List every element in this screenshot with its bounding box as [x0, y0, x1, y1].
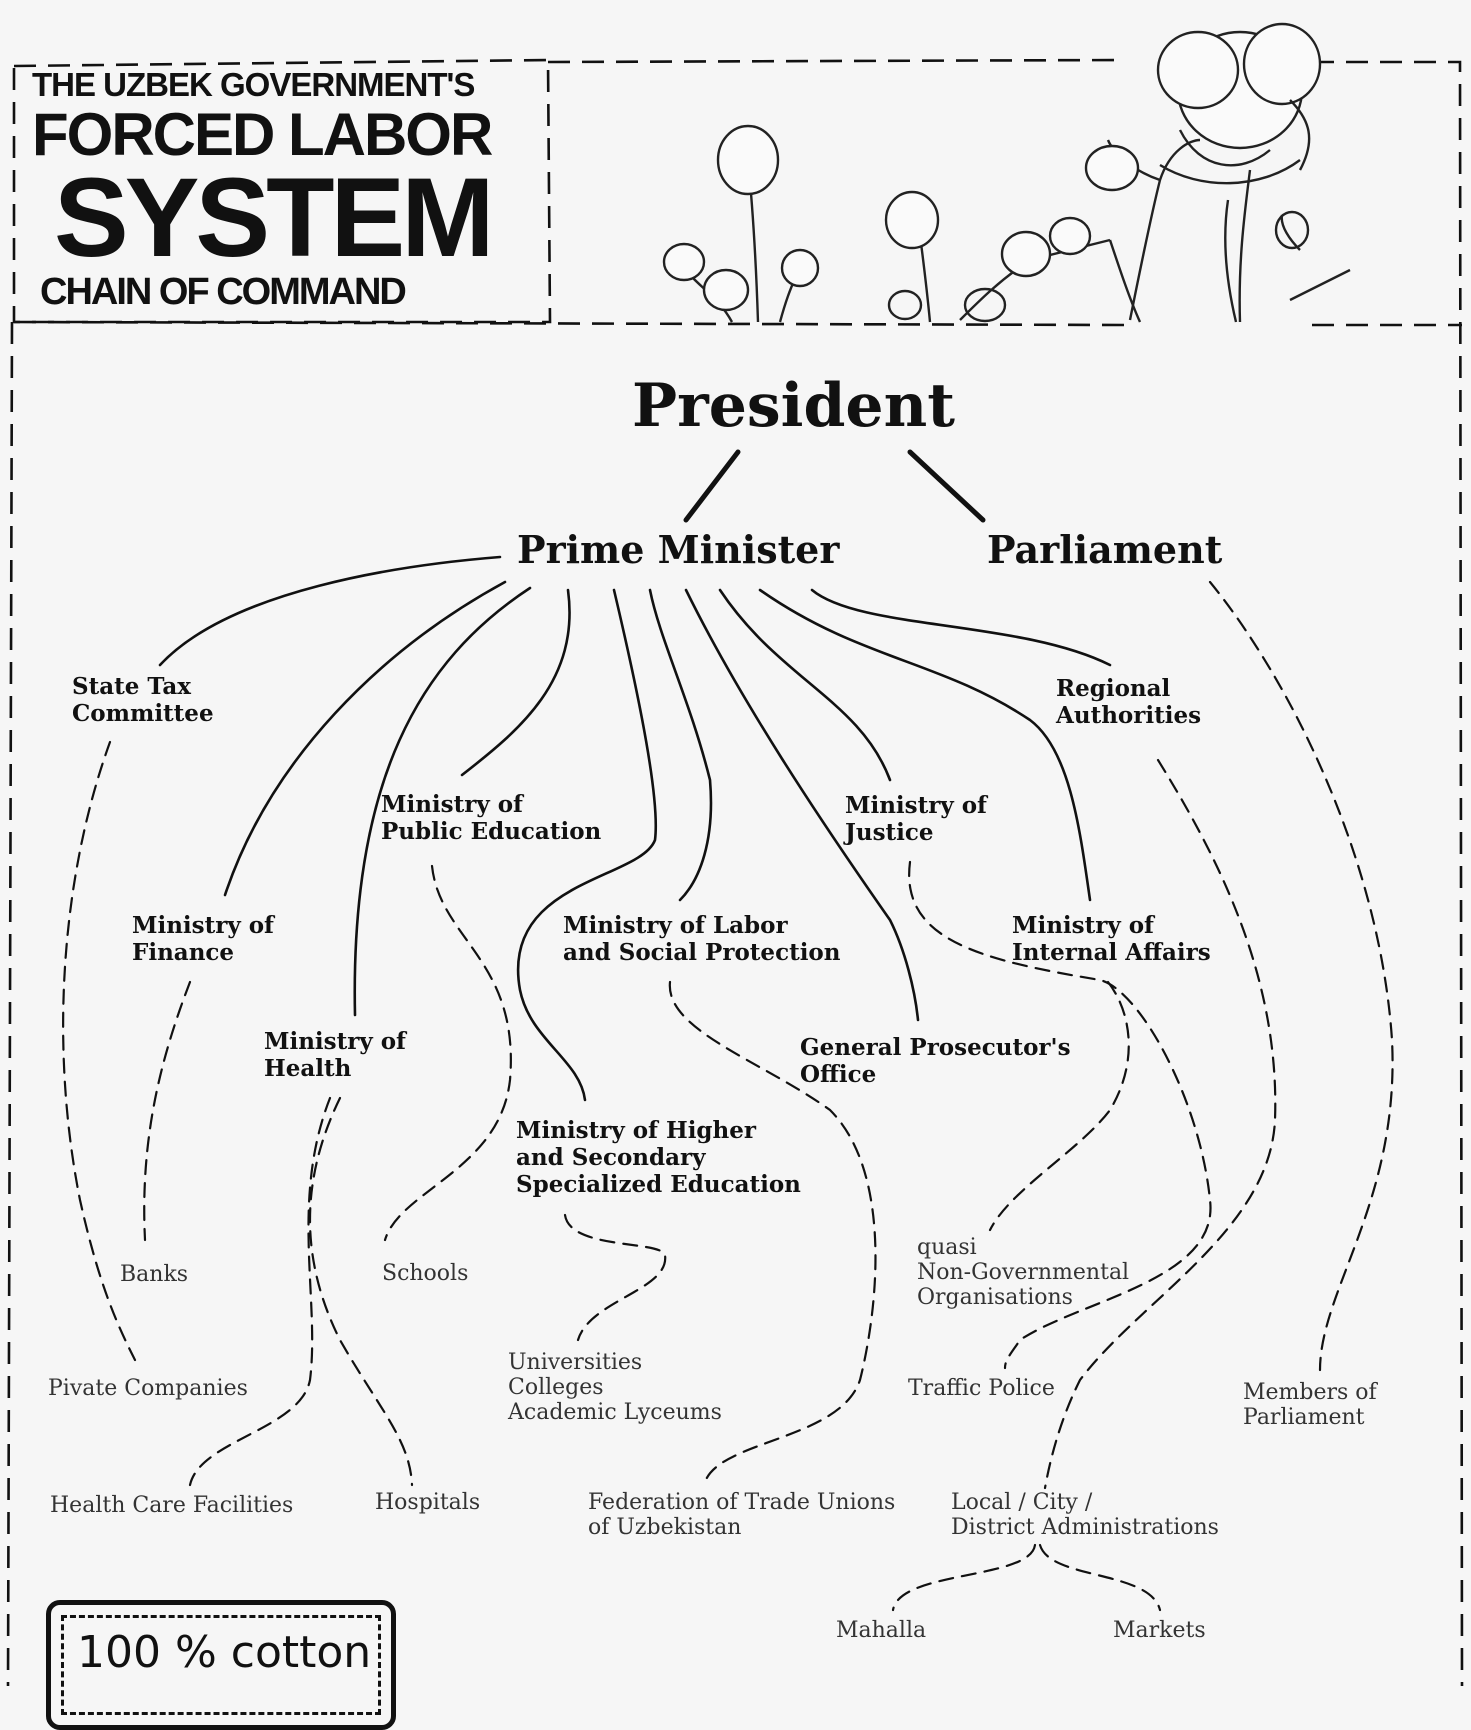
connector-higher-universities: [563, 1213, 667, 1342]
connector-parl-members: [1208, 580, 1394, 1372]
node-ministry-internal-affairs: Ministry of Internal Affairs: [1012, 912, 1211, 966]
connector-pm-higher: [516, 588, 658, 1102]
connector-pm-regional: [810, 588, 1112, 667]
connector-local-markets: [1038, 1543, 1162, 1612]
connector-health-healthcare: [188, 1096, 332, 1487]
leaf-members-parliament: Members of Parliament: [1243, 1380, 1377, 1430]
connector-labor-trade: [668, 980, 877, 1484]
connector-internal-quasi: [988, 980, 1130, 1232]
diagram-canvas: [6, 22, 1464, 1686]
node-prime-minister: Prime Minister: [517, 527, 840, 572]
leaf-markets: Markets: [1113, 1618, 1206, 1643]
connector-pres-pm: [683, 449, 741, 523]
connector-finance-banks: [143, 980, 192, 1242]
leaf-mahalla: Mahalla: [836, 1618, 927, 1643]
leaf-federation-trade-unions: Federation of Trade Unions of Uzbekistan: [588, 1490, 896, 1540]
node-ministry-justice: Ministry of Justice: [845, 792, 987, 846]
node-ministry-finance: Ministry of Finance: [132, 912, 274, 966]
title-block: THE UZBEK GOVERNMENT'S FORCED LABOR SYST…: [32, 66, 540, 314]
connector-pm-pubedu: [460, 588, 571, 777]
connector-pm-justice: [718, 588, 892, 782]
title-line-3: SYSTEM: [54, 155, 495, 280]
title-frame: [12, 58, 552, 324]
connector-health-hospitals: [309, 1096, 414, 1487]
leaf-universities: Universities Colleges Academic Lyceums: [508, 1350, 722, 1425]
title-line-2: FORCED LABOR: [32, 101, 493, 168]
connector-pm-prosecutor: [684, 588, 920, 1022]
connector-regional-local: [1043, 758, 1277, 1490]
node-regional-authorities: Regional Authorities: [1056, 675, 1202, 729]
node-ministry-higher-education: Ministry of Higher and Secondary Special…: [516, 1117, 801, 1198]
title-line-1: THE UZBEK GOVERNMENT'S: [32, 66, 475, 103]
cotton-label-stamp: 100 % cotton: [46, 1600, 396, 1730]
leaf-local-city-district-admin: Local / City / District Administrations: [951, 1490, 1219, 1540]
cotton-illustration: [662, 22, 1351, 323]
leaf-health-care-facilities: Health Care Facilities: [50, 1493, 294, 1518]
leaf-hospitals: Hospitals: [375, 1490, 481, 1515]
node-ministry-public-education: Ministry of Public Education: [381, 791, 602, 845]
leaf-schools: Schools: [382, 1261, 469, 1286]
page-frame: [6, 58, 1464, 1686]
title-line-4: CHAIN OF COMMAND: [40, 271, 407, 313]
connector-justice-traffic: [908, 860, 1212, 1370]
connector-local-mahalla: [891, 1543, 1037, 1612]
connector-pm-finance: [223, 580, 507, 897]
connector-pubedu-schools: [383, 864, 512, 1242]
connector-pres-parl: [907, 449, 986, 523]
node-ministry-health: Ministry of Health: [264, 1028, 406, 1082]
connector-statetax-private: [62, 740, 137, 1362]
stamp-text: 100 % cotton: [77, 1627, 372, 1678]
connector-pm-health: [353, 586, 532, 1017]
leaf-banks: Banks: [120, 1262, 189, 1287]
node-president: President: [632, 371, 955, 441]
connector-pm-internal: [758, 588, 1092, 902]
leaf-quasi-ngo: quasi Non-Governmental Organisations: [917, 1235, 1130, 1310]
node-ministry-labor: Ministry of Labor and Social Protection: [563, 912, 841, 966]
node-parliament: Parliament: [987, 527, 1223, 572]
connector-pm-labor: [648, 588, 713, 902]
node-general-prosecutor: General Prosecutor's Office: [800, 1034, 1071, 1088]
node-state-tax-committee: State Tax Committee: [72, 673, 214, 727]
leaf-private-companies: Pivate Companies: [48, 1376, 248, 1401]
leaf-traffic-police: Traffic Police: [908, 1376, 1055, 1401]
connector-pm-statetax: [158, 555, 502, 667]
